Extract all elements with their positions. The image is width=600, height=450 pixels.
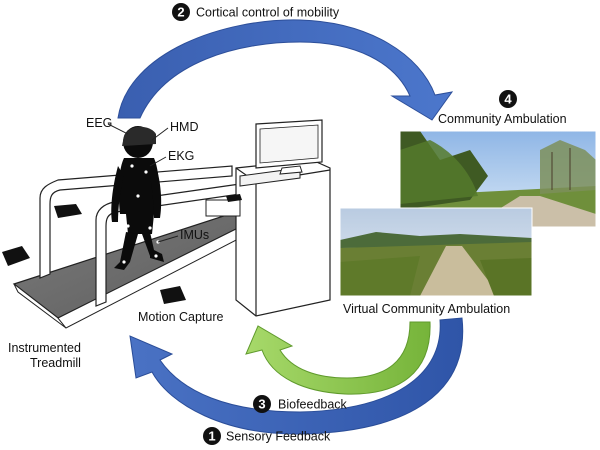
step-2-number: 2 xyxy=(177,5,184,20)
computer-monitor-icon xyxy=(255,119,323,175)
biofeedback-arrow xyxy=(245,321,431,395)
step-3: 3 Biofeedback xyxy=(253,395,348,413)
step-2-label: Cortical control of mobility xyxy=(196,6,340,20)
ekg-leader-line xyxy=(149,156,167,167)
step-4-badge xyxy=(499,90,517,108)
step-4: 4 Community Ambulation xyxy=(438,90,567,126)
label-treadmill-line1: Instrumented xyxy=(8,341,81,355)
bottom-arrow xyxy=(129,317,464,435)
label-hmd: HMD xyxy=(170,120,198,134)
step-4-label: Community Ambulation xyxy=(438,112,567,126)
eeg-leader-line xyxy=(107,123,129,135)
label-motion-capture: Motion Capture xyxy=(138,310,224,324)
top-arrow xyxy=(117,19,454,121)
virtual-scene xyxy=(339,207,533,297)
treadmill xyxy=(12,159,331,329)
step-1-number: 1 xyxy=(208,429,215,444)
step-2: 2 Cortical control of mobility xyxy=(172,3,340,21)
label-imus: IMUs xyxy=(180,228,209,242)
label-virtual-ambulation: Virtual Community Ambulation xyxy=(343,302,510,316)
step-1-badge xyxy=(203,427,221,445)
label-eeg: EEG xyxy=(86,116,112,130)
person-silhouette-icon xyxy=(111,126,164,270)
camera-sensor-icon xyxy=(2,194,242,304)
step-2-badge xyxy=(172,3,190,21)
label-ekg: EKG xyxy=(168,149,194,163)
step-4-number: 4 xyxy=(504,92,512,107)
step-3-badge xyxy=(253,395,271,413)
step-3-label: Biofeedback xyxy=(278,398,348,412)
step-1: 1 Sensory Feedback xyxy=(203,427,331,445)
hmd-leader-line xyxy=(151,127,169,141)
label-treadmill-line2: Treadmill xyxy=(30,356,81,370)
imus-leader-line xyxy=(157,235,179,243)
step-1-label: Sensory Feedback xyxy=(226,430,331,444)
step-3-number: 3 xyxy=(258,397,265,412)
